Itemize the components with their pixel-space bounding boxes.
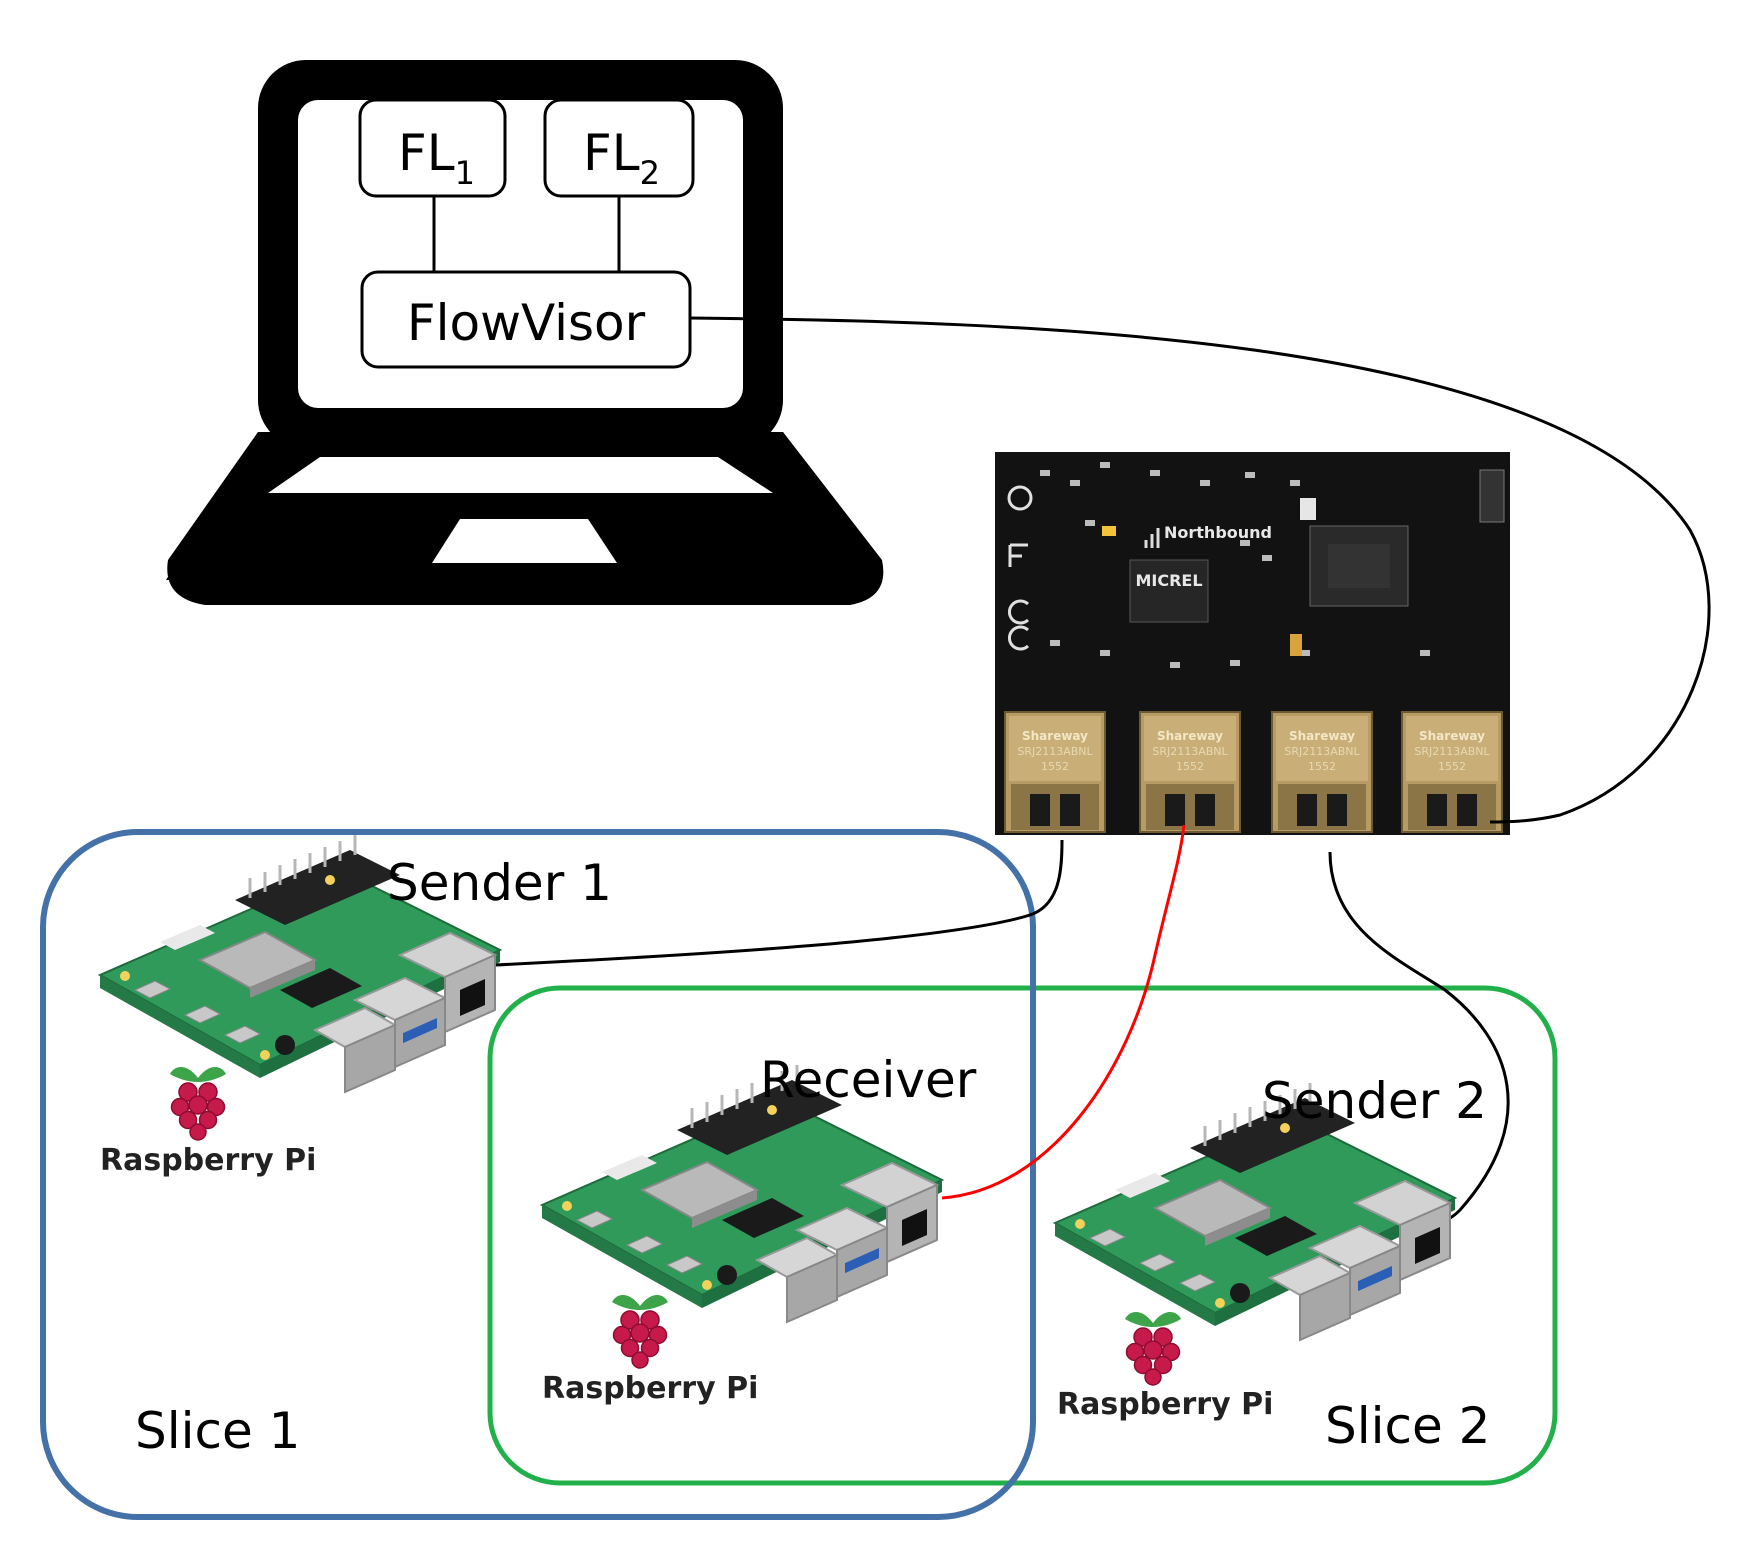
controller-fl1-label: FL1 bbox=[398, 124, 475, 192]
slice-2-label: Slice 2 bbox=[1325, 1397, 1490, 1455]
receiver-node: Raspberry Pi Receiver bbox=[540, 1051, 977, 1406]
svg-text:Shareway: Shareway bbox=[1157, 729, 1223, 743]
switch-port-3: Shareway SRJ2113ABNL 1552 bbox=[1271, 711, 1373, 833]
slice-2-region bbox=[487, 985, 1558, 1486]
svg-text:1552: 1552 bbox=[1308, 760, 1336, 773]
raspberry-pi-logo-icon bbox=[611, 1294, 669, 1369]
svg-text:Shareway: Shareway bbox=[1419, 729, 1485, 743]
raspberry-pi-logo-text: Raspberry Pi bbox=[1057, 1387, 1273, 1422]
svg-text:1552: 1552 bbox=[1041, 760, 1069, 773]
openflow-switch-board: MICREL Northbound bbox=[995, 452, 1510, 835]
raspberry-pi-logo-icon bbox=[1124, 1311, 1182, 1386]
svg-text:1552: 1552 bbox=[1438, 760, 1466, 773]
flowvisor-to-switch-cable bbox=[689, 316, 1711, 824]
svg-text:SRJ2113ABNL: SRJ2113ABNL bbox=[1152, 745, 1228, 758]
sender-2-label: Sender 2 bbox=[1262, 1072, 1487, 1130]
raspberry-pi-logo-text: Raspberry Pi bbox=[100, 1143, 316, 1178]
receiver-cable bbox=[941, 824, 1186, 1200]
svg-text:SRJ2113ABNL: SRJ2113ABNL bbox=[1017, 745, 1093, 758]
flowvisor-box: FlowVisor bbox=[360, 270, 692, 369]
switch-port-1: Shareway SRJ2113ABNL 1552 bbox=[1004, 711, 1106, 833]
slice-1-region bbox=[40, 829, 1036, 1520]
svg-text:SRJ2113ABNL: SRJ2113ABNL bbox=[1284, 745, 1360, 758]
svg-text:1552: 1552 bbox=[1176, 760, 1204, 773]
sender-2-node: Raspberry Pi Sender 2 bbox=[1053, 1072, 1487, 1422]
svg-text:MICREL: MICREL bbox=[1135, 571, 1202, 590]
sender-1-node: Raspberry Pi Sender 1 bbox=[98, 833, 612, 1178]
switch-port-2: Shareway SRJ2113ABNL 1552 bbox=[1139, 711, 1241, 833]
controller-fl2-box: FL2 bbox=[543, 98, 695, 198]
controller-fl2-label: FL2 bbox=[583, 124, 660, 192]
switch-brand-label: Northbound bbox=[1164, 523, 1272, 542]
controller-fl1-box: FL1 bbox=[358, 98, 507, 198]
flowvisor-label: FlowVisor bbox=[407, 294, 646, 352]
svg-text:Shareway: Shareway bbox=[1289, 729, 1355, 743]
sender-1-label: Sender 1 bbox=[387, 854, 612, 912]
svg-text:Shareway: Shareway bbox=[1022, 729, 1088, 743]
switch-port-4: Shareway SRJ2113ABNL 1552 bbox=[1401, 711, 1503, 833]
sender-1-cable bbox=[494, 839, 1064, 967]
raspberry-pi-logo-icon bbox=[169, 1066, 227, 1141]
slice-1-label: Slice 1 bbox=[135, 1402, 300, 1460]
raspberry-pi-logo-text: Raspberry Pi bbox=[542, 1371, 758, 1406]
sender-2-cable bbox=[1328, 851, 1510, 1224]
receiver-label: Receiver bbox=[760, 1051, 977, 1109]
svg-text:SRJ2113ABNL: SRJ2113ABNL bbox=[1414, 745, 1490, 758]
